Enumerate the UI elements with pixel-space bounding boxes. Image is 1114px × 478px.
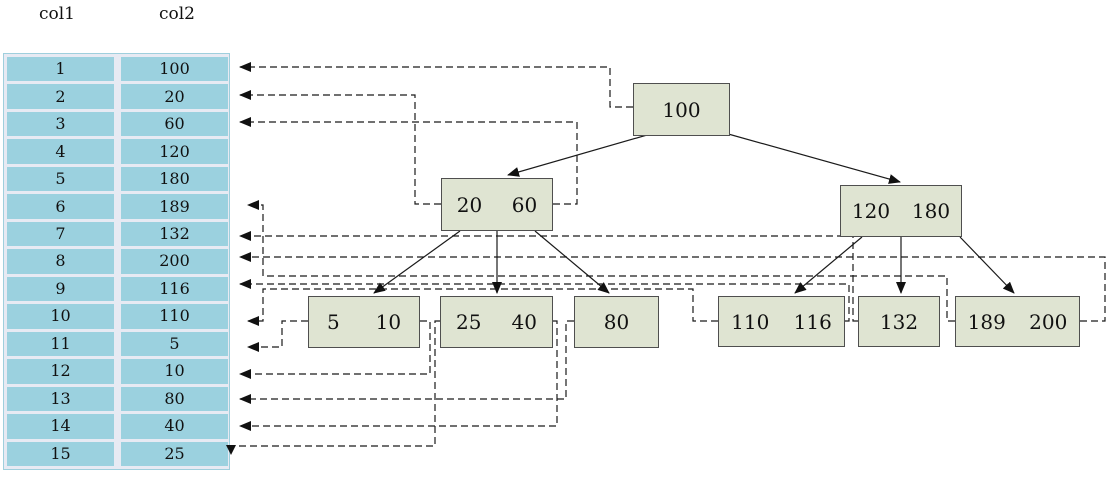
node-value: 25	[456, 310, 482, 334]
table-cell: 2	[7, 84, 114, 109]
table-cell: 15	[7, 441, 114, 466]
tree-node-leaf-189-200: 189 200	[955, 296, 1080, 347]
tree-edge-internal-right-to-leaf-189-200	[959, 236, 1015, 294]
tree-edge-internal-right-to-leaf-110-116	[794, 236, 863, 294]
table-cell: 9	[7, 276, 114, 302]
table-cell: 189	[121, 194, 228, 219]
table-cell: 13	[7, 386, 114, 412]
tree-node-root: 100	[633, 83, 730, 136]
table-cell: 132	[121, 221, 228, 247]
table-cell: 1	[7, 57, 114, 82]
table-cell: 20	[121, 84, 228, 109]
tree-node-leaf-110-116: 110 116	[718, 296, 845, 347]
tree-node-internal-120-180: 120 180	[840, 185, 962, 237]
table-column-headers: col1 col2	[3, 4, 230, 24]
column-header-col2: col2	[158, 4, 195, 24]
pointer-row11-5	[247, 320, 308, 352]
node-value: 180	[911, 199, 951, 223]
node-value: 100	[662, 97, 701, 122]
node-value: 40	[511, 310, 537, 334]
node-value: 10	[375, 310, 402, 334]
tree-edge-root-to-internal-left	[507, 134, 648, 177]
node-value: 60	[511, 192, 538, 217]
table-cell: 11	[7, 331, 114, 357]
table-cell: 5	[121, 331, 228, 357]
table-cell: 40	[121, 414, 228, 439]
table-cell: 25	[121, 441, 228, 466]
table-cell: 100	[121, 57, 228, 82]
table-cell: 120	[121, 139, 228, 164]
node-value: 110	[731, 309, 770, 334]
node-value: 80	[603, 310, 630, 334]
tree-edge-root-to-internal-right	[713, 129, 901, 184]
tree-node-leaf-5-10: 5 10	[308, 296, 420, 348]
data-table: 1 100 2 20 3 60 4 120 5 180 6 189 7 132 …	[3, 53, 230, 470]
table-cell: 6	[7, 194, 114, 219]
tree-node-leaf-25-40: 25 40	[440, 296, 553, 348]
table-cell: 80	[121, 386, 228, 412]
tree-node-internal-20-60: 20 60	[441, 178, 553, 231]
table-cell: 3	[7, 111, 114, 137]
table-cell: 4	[7, 139, 114, 164]
node-value: 116	[793, 309, 832, 334]
table-cell: 200	[121, 249, 228, 274]
node-value: 200	[1029, 309, 1068, 334]
table-cell: 7	[7, 221, 114, 247]
node-value: 20	[456, 192, 483, 217]
node-value: 120	[851, 199, 891, 223]
node-value: 5	[326, 310, 340, 334]
tree-node-leaf-132: 132	[858, 296, 940, 347]
node-value: 189	[967, 309, 1006, 334]
table-cell: 5	[7, 166, 114, 192]
node-value: 132	[879, 309, 919, 334]
table-cell: 60	[121, 111, 228, 137]
table-cell: 12	[7, 359, 114, 384]
table-cell: 10	[121, 359, 228, 384]
table-cell: 180	[121, 166, 228, 192]
tree-edge-internal-left-to-leaf-5-10	[373, 230, 461, 294]
column-header-col1: col1	[38, 4, 75, 24]
tree-node-leaf-80: 80	[574, 296, 659, 348]
table-cell: 110	[121, 304, 228, 329]
table-cell: 8	[7, 249, 114, 274]
pointer-row1-100	[239, 62, 633, 108]
pointer-row2-20	[239, 90, 441, 205]
tree-edge-internal-left-to-leaf-80	[534, 230, 610, 294]
table-cell: 10	[7, 304, 114, 329]
table-cell: 14	[7, 414, 114, 439]
table-cell: 116	[121, 276, 228, 302]
